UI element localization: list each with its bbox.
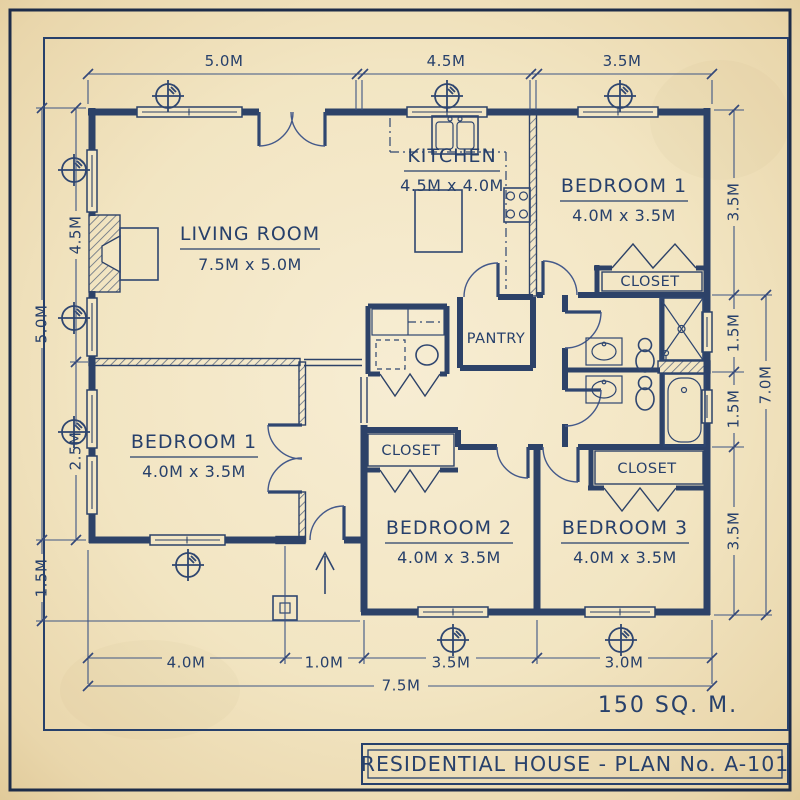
closet-bedroom2-label: CLOSET [381, 443, 440, 459]
dimension-bottom: 4.0M 1.0M 3.5M 3.0M 7.5M [82, 546, 718, 695]
wall-living-bedroom [88, 357, 301, 367]
kitchen-label: KITCHEN [407, 145, 496, 167]
window [584, 606, 656, 618]
fireplace [88, 214, 159, 293]
window [86, 149, 98, 213]
kitchen-size: 4.5M x 4.0M [400, 176, 504, 195]
window [136, 106, 243, 118]
window [149, 534, 226, 546]
entry-jamb-left [275, 535, 306, 545]
dim-label: 4.0M [167, 654, 206, 672]
bedroom1-left-size: 4.0M x 3.5M [142, 462, 246, 481]
bedroom1-left-double-door [267, 423, 303, 494]
closet-top-right-label: CLOSET [620, 274, 679, 290]
opening-hall-corridor [360, 377, 368, 423]
pantry-door [463, 262, 500, 298]
dimension-right: 3.5M 1.5M 1.5M 3.5M 7.0M [712, 104, 775, 621]
dimension-top: 5.0M 4.5M 3.5M [82, 52, 718, 110]
toilet [415, 344, 439, 366]
closet-top-right-bifold [611, 242, 697, 270]
dimension-left: 4.5M 2.5M 5.0M 1.5M [33, 102, 360, 627]
wall-bedroom1-left-lower [298, 491, 307, 543]
window [417, 606, 489, 618]
bathtub [663, 373, 706, 447]
toilet [635, 375, 655, 411]
title-block: RESIDENTIAL HOUSE - PLAN No. A-101 [361, 743, 790, 785]
dim-label: 3.5M [725, 183, 743, 222]
windows [86, 106, 713, 618]
kitchen-island [414, 189, 463, 253]
dim-label: 5.0M [205, 52, 244, 70]
dim-label: 3.5M [725, 512, 743, 551]
dim-label: 7.5M [382, 677, 421, 695]
window [701, 389, 713, 424]
bath-b-door [564, 388, 602, 427]
dim-label: 4.5M [67, 216, 85, 255]
closet-bedroom3-box [594, 450, 704, 485]
patio-double-door [257, 111, 327, 147]
wall-bedroom1-left-upper [298, 361, 307, 426]
bedroom1-right-label: BEDROOM 1 [561, 175, 687, 197]
window [701, 311, 713, 353]
dim-label: 1.5M [725, 390, 743, 429]
interior-walls [88, 109, 711, 613]
kitchen-counter [389, 118, 507, 289]
window [86, 389, 98, 449]
closet-bedroom2-bifold [379, 468, 441, 494]
toilet [635, 337, 655, 373]
bedroom1-left-label: BEDROOM 1 [131, 431, 257, 453]
bedroom3-size: 4.0M x 3.5M [573, 548, 677, 567]
laundry-fixtures [371, 308, 445, 370]
kitchen-sink [431, 115, 479, 155]
dim-label: 4.5M [427, 52, 466, 70]
dim-label: 1.5M [725, 314, 743, 353]
washer [375, 339, 406, 370]
room-labels: LIVING ROOM 7.5M x 5.0M KITCHEN 4.5M x 4… [130, 145, 689, 567]
wall-bath-band [657, 360, 711, 374]
area-label: 150 SQ. M. [598, 693, 738, 718]
bedroom3-door [542, 446, 580, 483]
dim-label: 5.0M [33, 305, 51, 344]
bathroom-fixtures [585, 297, 706, 447]
dim-label: 3.5M [603, 52, 642, 70]
closet-bedroom3-label: CLOSET [617, 461, 676, 477]
bedroom1-right-size: 4.0M x 3.5M [572, 206, 676, 225]
dim-label: 1.5M [33, 559, 51, 598]
paper-stain [650, 60, 790, 180]
bedroom2-door [496, 446, 530, 479]
window [86, 297, 98, 357]
pantry-label: PANTRY [467, 331, 525, 347]
paper-stain [60, 640, 240, 740]
title-block-text: RESIDENTIAL HOUSE - PLAN No. A-101 [361, 752, 790, 776]
dim-label: 2.5M [67, 432, 85, 471]
bedroom2-size: 4.0M x 3.5M [397, 548, 501, 567]
dim-label: 3.0M [605, 654, 644, 672]
opening-living-hall [304, 358, 362, 367]
bedroom3-label: BEDROOM 3 [562, 517, 688, 539]
living-room-size: 7.5M x 5.0M [198, 255, 302, 274]
outer-border [8, 8, 792, 792]
closet-top-right-box [601, 271, 703, 292]
closet-bedroom3-bifold [603, 486, 677, 513]
dim-label: 3.5M [432, 654, 471, 672]
dim-label: 7.0M [757, 366, 775, 405]
bedroom1-right-door [541, 260, 578, 296]
closet-bedroom2-box [367, 433, 455, 467]
stove [503, 187, 531, 223]
kitchen-fixtures [389, 115, 531, 289]
sink [585, 337, 623, 366]
laundry-bifold [379, 372, 441, 398]
shower [659, 297, 704, 361]
sink [585, 375, 623, 404]
dim-label: 1.0M [305, 654, 344, 672]
entry-door [309, 505, 346, 541]
window [86, 455, 98, 515]
bedroom2-label: BEDROOM 2 [386, 517, 512, 539]
drawing-frame [43, 37, 789, 731]
living-room-label: LIVING ROOM [180, 223, 320, 245]
